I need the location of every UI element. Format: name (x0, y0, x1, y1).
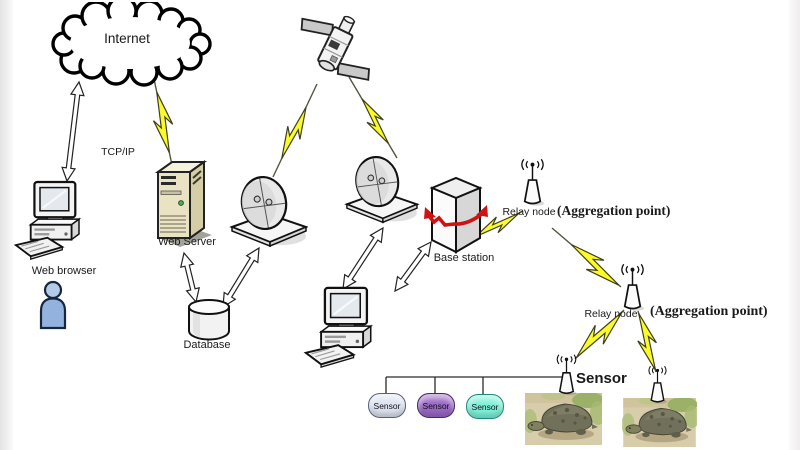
base-station-label: Base station (433, 252, 495, 264)
web-server-icon (154, 160, 212, 247)
internet-cloud-icon (51, 2, 212, 87)
right-edge-strip (788, 0, 800, 450)
relay-node-2-annotation: (Aggregation point) (650, 304, 768, 319)
relay-node-1-annotation: (Aggregation point) (557, 203, 671, 218)
user-person-icon (39, 280, 67, 330)
sensor-node-1-label: Sensor (373, 400, 401, 411)
sensor-antenna-2-icon (645, 363, 670, 406)
web-browser-computer-icon (14, 178, 92, 264)
tcp-ip-label: TCP/IP (101, 146, 135, 158)
satellite-dish-2-icon (342, 156, 420, 228)
sensor-node-2-label: Sensor (422, 400, 450, 411)
internet-label: Internet (104, 31, 150, 46)
relay-node-2-label: Relay node (584, 308, 638, 320)
turtle-photo-1 (525, 393, 602, 445)
sensor-node-1: Sensor (368, 393, 406, 418)
web-server-label: Web Server (158, 236, 216, 248)
satellite-icon (300, 15, 371, 81)
sensor-node-3-label: Sensor (471, 401, 499, 412)
satellite-dish-1-icon (228, 176, 308, 252)
relay-node-2-antenna-icon (617, 262, 648, 312)
field-computer-icon (303, 286, 385, 370)
sensor-field-label: Sensor (576, 370, 627, 387)
relay-node-1-antenna-icon (517, 157, 548, 207)
web-browser-label: Web browser (31, 265, 97, 277)
database-icon (188, 299, 230, 341)
base-station-icon (424, 176, 488, 254)
relay-node-1-label: Relay node (502, 206, 556, 218)
sensor-node-3: Sensor (466, 394, 504, 419)
database-label: Database (183, 339, 231, 351)
left-edge-strip (0, 0, 13, 450)
sensor-node-2: Sensor (417, 393, 455, 418)
